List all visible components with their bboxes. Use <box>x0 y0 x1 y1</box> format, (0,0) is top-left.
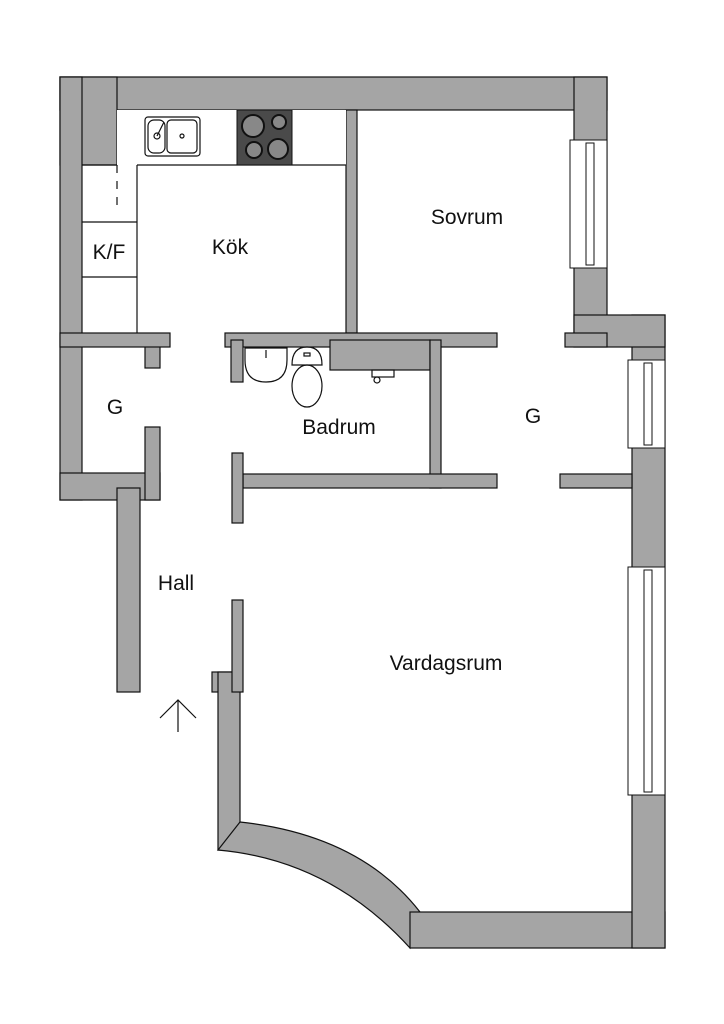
walls <box>59 76 666 950</box>
label-closet-right: G <box>525 405 541 428</box>
sink-icon <box>144 116 201 157</box>
toilet-icon <box>291 346 323 408</box>
label-closet-left: G <box>107 396 123 419</box>
kitchen-fixtures <box>82 109 346 333</box>
bathroom-fixtures <box>244 346 395 408</box>
windows <box>569 139 666 796</box>
label-badrum: Badrum <box>302 416 376 439</box>
label-sovrum: Sovrum <box>431 206 503 229</box>
stove-icon <box>236 109 293 166</box>
label-hall: Hall <box>158 572 194 595</box>
entrance-arrow-icon <box>159 699 197 732</box>
faucet-icon <box>371 369 395 384</box>
washbasin-icon <box>244 347 288 383</box>
label-kf: K/F <box>93 241 126 264</box>
label-vardagsrum: Vardagsrum <box>390 652 503 675</box>
label-kok: Kök <box>212 236 249 259</box>
room-labels: Sovrum Kök K/F G Badrum G Hall Vardagsru… <box>93 206 542 675</box>
